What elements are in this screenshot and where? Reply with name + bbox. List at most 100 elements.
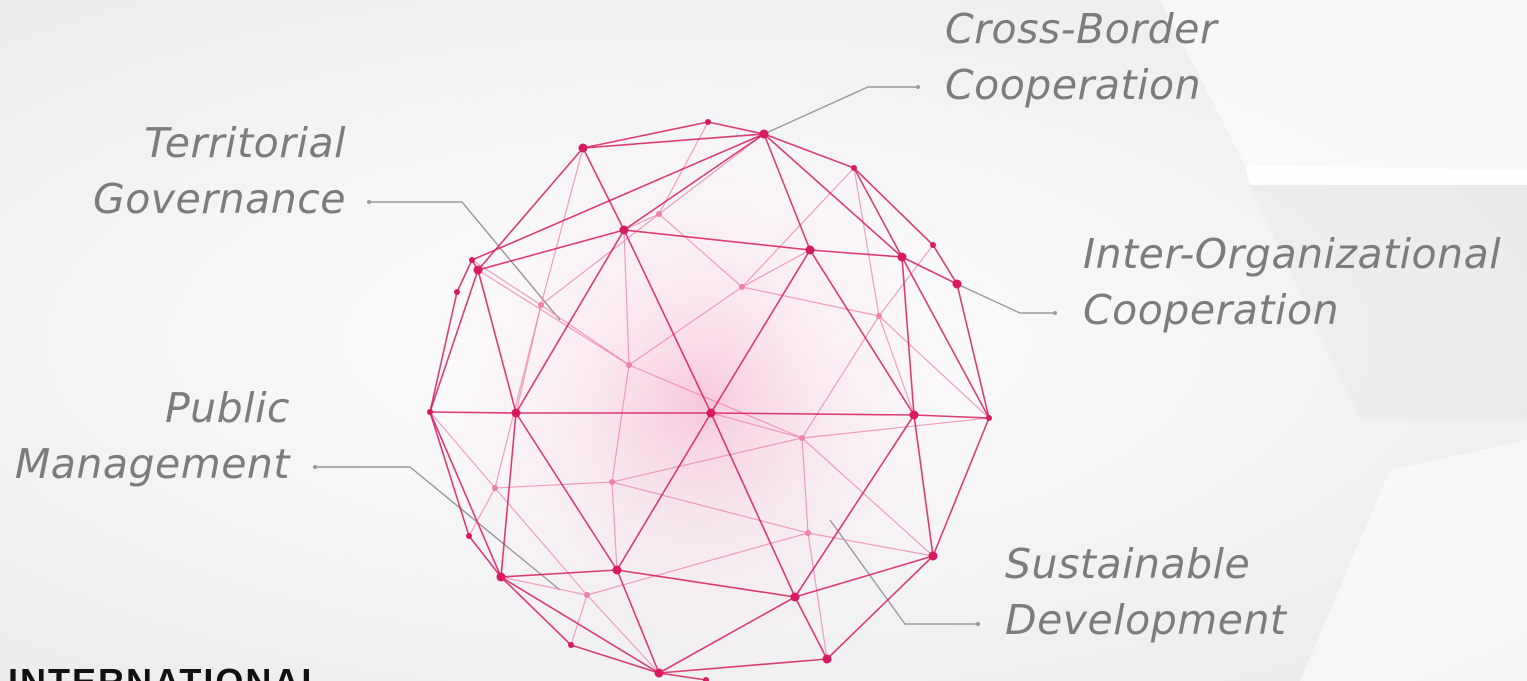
sphere-front-edge [582,147,625,231]
sphere-node [952,279,962,289]
cross-border-line2: Cooperation [945,61,1202,109]
territorial-governance-line2: Governance [92,175,346,223]
sphere-front-edge [500,569,618,578]
sphere-node [473,265,483,275]
sphere-front-edge [623,229,712,414]
sphere-node [805,245,815,255]
sphere-back-edge [658,133,765,215]
sphere-node [759,129,769,139]
sphere-node [612,565,622,575]
sustainable-development-line2: Development [1005,596,1287,644]
sphere-back-edge [540,147,584,306]
sphere-back-edge [710,412,803,439]
sphere-back-edge [878,244,934,317]
sphere-node [469,257,475,263]
sphere-node [454,289,460,295]
sphere-front-edge [500,576,572,646]
sphere-front-edges [429,121,990,681]
sphere-node [654,668,664,678]
sphere-node [851,165,857,171]
sphere-front-edge [616,569,796,598]
sphere-node [427,409,433,415]
sphere-back-edge [611,481,618,571]
sphere-back-edge [878,315,915,416]
public-management-connector-dot [313,465,317,469]
sphere-front-edge [500,576,660,674]
sphere-front-edge [901,256,990,419]
sphere-back-edge [807,532,828,660]
sphere-front-edge [853,167,903,258]
sphere-back-edge [801,417,990,439]
sphere-front-edge [794,414,915,598]
sphere-front-edge [763,133,903,258]
sphere-back-edge [494,304,542,489]
sphere-front-edge [515,412,618,571]
sphere-front-edge [515,229,625,414]
connector-lines [313,85,1057,626]
sphere-front-edge [794,555,934,598]
sphere-back-edge [494,487,588,596]
sustainable-development-connector [829,519,978,625]
sphere-node [578,143,588,153]
sphere-front-edge [582,121,709,149]
sphere-back-edge [801,437,934,557]
sphere-front-edge [468,535,502,578]
sphere-front-edge [456,259,473,293]
sphere-front-edge [710,249,811,414]
inter-organizational-cooperation-label: Inter-Organizational Cooperation [1083,226,1501,338]
sphere-node [568,642,574,648]
sphere-front-edge [826,555,934,660]
sphere-front-edge [932,417,990,557]
sphere-back-edge [853,167,880,317]
territorial-governance-line1: Territorial [144,119,346,167]
sphere-front-edge [913,414,934,557]
sphere-front-edge [582,133,765,149]
sphere-back-node [626,362,632,368]
sphere-front-edge [901,256,958,285]
sphere-back-edge [500,576,588,596]
sphere-front-edge [913,414,990,419]
sphere-node [619,225,629,235]
sphere-front-edge [710,412,915,416]
sphere-front-edge [658,672,707,681]
sphere-front-edge [707,121,765,135]
sphere-node [930,242,936,248]
sphere-node [897,252,907,262]
sphere-front-edge [932,244,958,285]
sphere-node [466,533,472,539]
inter-organizational-connector [956,283,1055,314]
sphere-back-edge [468,487,496,537]
sphere-node [909,410,919,420]
inter-organizational-line2: Cooperation [1083,286,1340,334]
sphere-back-node [538,302,544,308]
sphere-back-edge [628,364,803,439]
sphere-back-edge [807,532,934,557]
sphere-back-node [739,284,745,290]
public-management-line1: Public [164,384,290,432]
sustainable-development-connector-dot [976,622,980,626]
sustainable-development-label: Sustainable Development [1005,536,1287,648]
sphere-node [496,572,506,582]
section-heading: INTERNATIONAL [8,662,325,681]
sphere-front-edge [616,569,660,674]
sphere-back-edge [477,269,630,366]
sphere-front-edge [763,133,855,169]
sphere-front-edge [794,596,828,660]
sphere-back-edge [741,167,855,288]
cross-border-connector [763,86,918,135]
inter-organizational-line1: Inter-Organizational [1083,230,1502,278]
sphere-front-edge [429,269,479,413]
sphere-front-edge [658,596,796,674]
inter-organizational-connector-dot [1053,311,1057,315]
sphere-back-edge [878,315,990,419]
sphere-back-edge [494,481,613,489]
sphere-front-edge [809,249,903,258]
sphere-back-node [799,435,805,441]
sphere-back-edge [628,286,743,366]
territorial-governance-connector [369,201,561,321]
sphere-back-node [876,313,882,319]
sphere-front-edge [901,256,915,416]
sphere-back-edge [623,229,630,366]
sphere-front-edge [429,411,502,578]
sphere-back-edge [741,249,811,288]
